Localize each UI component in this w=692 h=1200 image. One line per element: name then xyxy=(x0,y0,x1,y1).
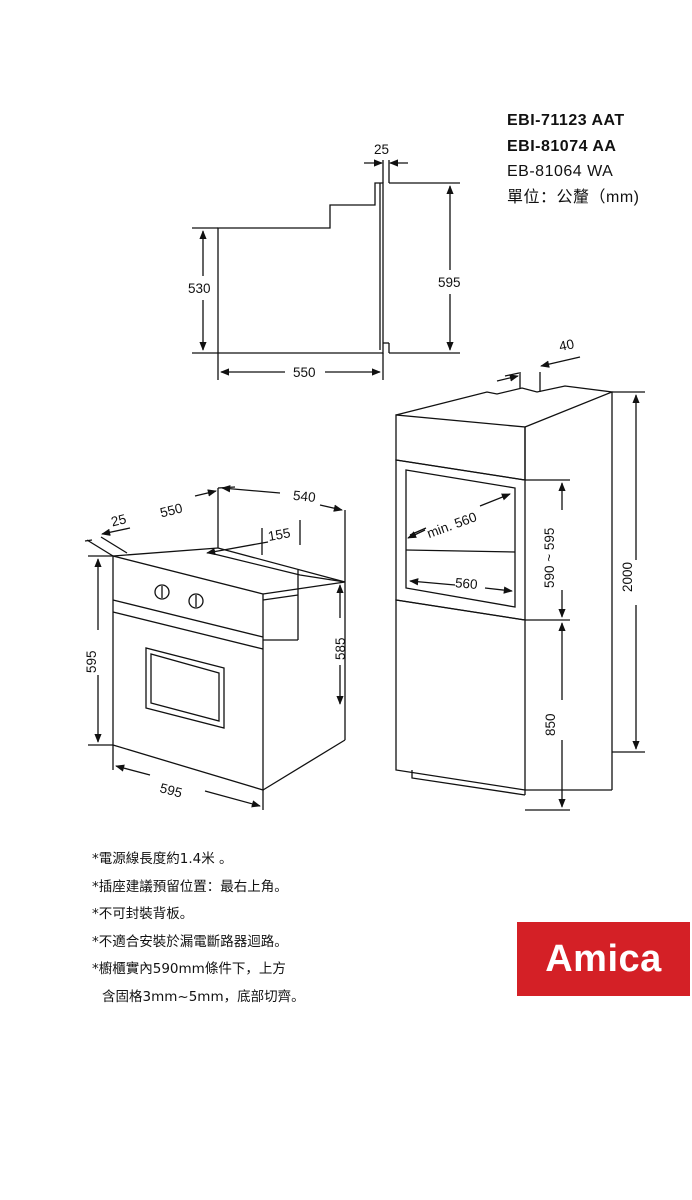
dim-depth: 550 xyxy=(293,365,316,380)
dim-total-height: 595 xyxy=(438,275,461,290)
dim-oven-depth: 550 xyxy=(159,500,184,520)
model-1: EBI-71123 AAT xyxy=(507,112,625,129)
dim-oven-body-height: 585 xyxy=(333,637,348,660)
brand-name: Amica xyxy=(545,937,662,980)
dim-oven-inner-depth: 540 xyxy=(292,488,316,505)
note-item: *電源線長度約1.4米 。 xyxy=(92,851,233,867)
dim-top-step: 25 xyxy=(374,142,389,157)
model-list: EBI-71123 AAT EBI-81074 AA EB-81064 WA 單… xyxy=(507,108,640,210)
dim-cabinet-min-width: min. 560 xyxy=(425,509,479,541)
brand-logo: Amica xyxy=(517,922,690,996)
side-view xyxy=(192,159,460,380)
note-item: 含固格3mm~5mm，底部切齊。 xyxy=(102,988,305,1005)
dim-cabinet-niche-height: 590 ~ 595 xyxy=(542,528,557,588)
model-2: EBI-81074 AA xyxy=(507,137,617,155)
dim-panel-offset: 155 xyxy=(267,525,292,544)
dim-oven-bottom-width: 595 xyxy=(158,780,184,800)
note-item: *不適合安裝於漏電斷路器迴路。 xyxy=(92,933,288,950)
dim-cabinet-inner-width: 560 xyxy=(454,575,478,592)
dim-cabinet-total-height: 2000 xyxy=(620,562,635,592)
unit-label: 單位：公釐（mm) xyxy=(507,188,640,206)
dim-oven-front: 25 xyxy=(110,511,128,529)
oven-view xyxy=(84,485,346,810)
note-item: *櫥櫃實內590mm條件下，上方 xyxy=(92,961,286,977)
installation-notes: *電源線長度約1.4米 。 *插座建議預留位置：最右上角。 *不可封裝背板。 *… xyxy=(92,846,305,1011)
note-item: *不可封裝背板。 xyxy=(92,906,194,922)
cabinet-view xyxy=(395,356,645,811)
dim-cabinet-top: 40 xyxy=(558,336,576,354)
model-3: EB-81064 WA xyxy=(507,163,614,180)
note-item: *插座建議預留位置：最右上角。 xyxy=(92,878,288,895)
dim-oven-front-height: 595 xyxy=(84,650,99,673)
dim-cabinet-base-height: 850 xyxy=(543,713,558,736)
dim-body-height: 530 xyxy=(188,281,211,296)
